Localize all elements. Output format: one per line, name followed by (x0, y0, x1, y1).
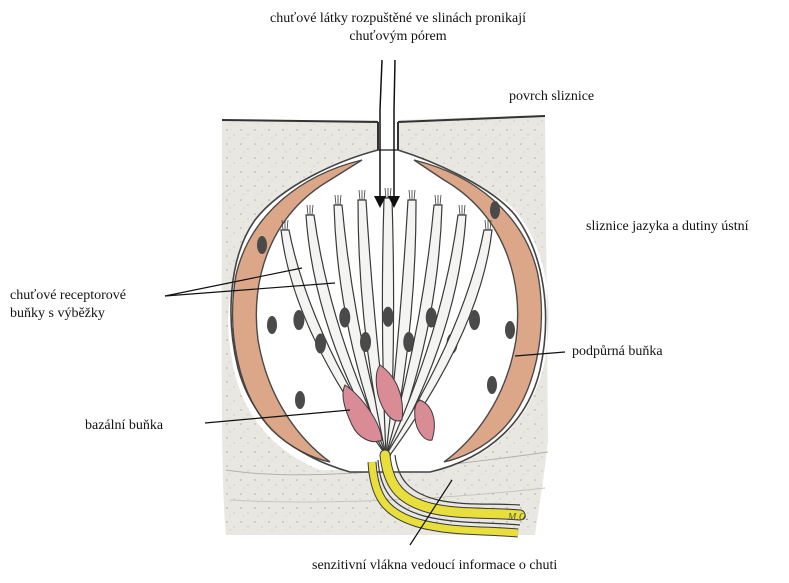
cell-nucleus (339, 308, 350, 328)
label-sensory-fibres: senzitivní vlákna vedoucí informace o ch… (312, 557, 557, 574)
supporting-cell-nucleus (257, 236, 267, 254)
cell-nucleus (383, 307, 394, 327)
cell-nucleus (315, 334, 326, 354)
supporting-cell-nucleus (267, 316, 277, 334)
label-receptor-line1: chuťové receptorové (10, 287, 126, 304)
cell-nucleus (360, 332, 371, 352)
illustrator-signature: M.O. (507, 512, 529, 523)
supporting-cell-nucleus (505, 321, 515, 339)
supporting-cell-nucleus (487, 376, 497, 394)
cell-nucleus (469, 310, 480, 330)
label-surface: povrch sliznice (509, 88, 594, 105)
label-pore-line1: chuťové látky rozpuštěné ve slinách pron… (233, 10, 563, 27)
cell-nucleus (293, 310, 304, 330)
label-basal-cell: bazální buňka (85, 417, 163, 434)
label-pore-line2: chuťovým pórem (233, 28, 563, 45)
label-receptor-line2: buňky s výběžky (10, 305, 105, 322)
label-mucosa: sliznice jazyka a dutiny ústní (586, 218, 749, 235)
supporting-cell-nucleus (295, 391, 305, 409)
supporting-cell-nucleus (490, 201, 500, 219)
label-supporting-cell: podpůrná buňka (572, 343, 663, 360)
